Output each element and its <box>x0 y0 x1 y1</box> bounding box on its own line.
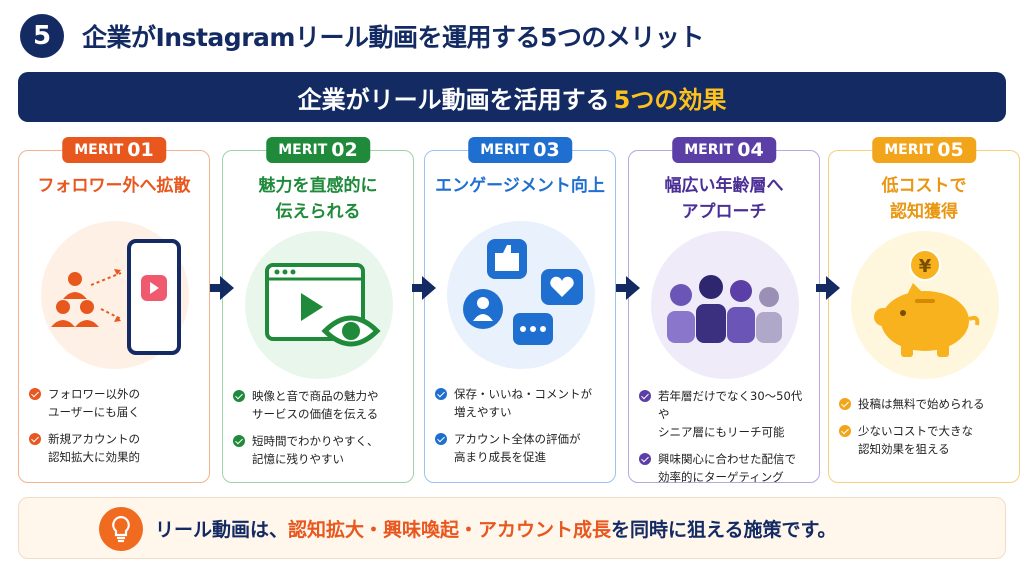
coin-symbol: ¥ <box>919 256 932 277</box>
bullet-line: 短時間でわかりやすく、 <box>252 434 379 448</box>
merit-label: MERIT <box>684 142 734 158</box>
check-icon <box>839 425 851 437</box>
page-title: 企業がInstagramリール動画を運用する5つのメリット <box>82 23 704 52</box>
header: 5 企業がInstagramリール動画を運用する5つのメリット <box>20 10 704 62</box>
merit-bullets: 若年層だけでなく30〜50代やシニア層にもリーチ可能 興味関心に合わせた配信で効… <box>639 387 813 495</box>
bullet-line: 新規アカウントの <box>48 432 140 446</box>
merit-title-line: 認知獲得 <box>890 202 958 222</box>
bullet-line: 興味関心に合わせた配信で <box>658 452 796 466</box>
summary-after: を同時に狙える施策です。 <box>611 518 837 541</box>
merit-title-line: エンゲージメント向上 <box>435 176 605 196</box>
arrow-right-icon <box>616 276 640 300</box>
merit-label: MERIT <box>74 142 124 158</box>
check-icon <box>435 388 447 400</box>
merit-number: 05 <box>937 139 964 161</box>
lightbulb-icon <box>99 507 143 551</box>
arrow-right-icon <box>412 276 436 300</box>
merit-label: MERIT <box>278 142 328 158</box>
merit-bullet: 投稿は無料で始められる <box>839 395 1013 413</box>
summary-box: リール動画は、認知拡大・興味喚起・アカウント成長を同時に狙える施策です。 <box>18 497 1006 559</box>
merit-bullet: 短時間でわかりやすく、記憶に残りやすい <box>233 432 407 468</box>
people-icon <box>651 231 799 379</box>
merit-bullets: 映像と音で商品の魅力やサービスの価値を伝える 短時間でわかりやすく、記憶に残りや… <box>233 387 407 477</box>
check-icon <box>233 435 245 447</box>
merit-title-line: 魅力を直感的に <box>258 176 378 196</box>
merit-bullet: 若年層だけでなく30〜50代やシニア層にもリーチ可能 <box>639 387 813 441</box>
bullet-line: 若年層だけでなく30〜50代や <box>658 389 803 421</box>
bullet-line: サービスの価値を伝える <box>252 407 379 421</box>
merit-number: 02 <box>331 139 358 161</box>
merit-number: 03 <box>533 139 560 161</box>
banner-highlight: 5つの効果 <box>613 85 727 114</box>
merit-number: 01 <box>127 139 154 161</box>
summary-before: リール動画は、 <box>155 518 289 541</box>
merit-title: フォロワー外へ拡散 <box>19 173 209 199</box>
merit-title: 魅力を直感的に伝えられる <box>223 173 413 225</box>
arrow-right-icon <box>210 276 234 300</box>
merit-bullet: 映像と音で商品の魅力やサービスの価値を伝える <box>233 387 407 423</box>
bullet-line: 記憶に残りやすい <box>252 452 344 466</box>
check-icon <box>435 433 447 445</box>
check-icon <box>233 390 245 402</box>
merit-title-line: アプローチ <box>681 202 767 222</box>
bullet-line: フォロワー以外の <box>48 387 140 401</box>
bullet-line: 少ないコストで大きな <box>858 424 973 438</box>
bullet-line: 効率的にターゲティング <box>658 470 784 484</box>
check-icon <box>639 453 651 465</box>
merit-title-line: フォロワー外へ拡散 <box>37 176 191 196</box>
check-icon <box>29 388 41 400</box>
merit-title: 幅広い年齢層へアプローチ <box>629 173 819 225</box>
merit-bullets: 保存・いいね・コメントが増えやすい アカウント全体の評価が高まり成長を促進 <box>435 385 609 475</box>
merit-title-line: 伝えられる <box>275 202 361 222</box>
engagement-icon <box>447 221 595 369</box>
merit-bullet: 保存・いいね・コメントが増えやすい <box>435 385 609 421</box>
bullet-line: 高まり成長を促進 <box>454 450 546 464</box>
merit-bullet: フォロワー以外のユーザーにも届く <box>29 385 203 421</box>
check-icon <box>639 390 651 402</box>
bullet-line: 保存・いいね・コメントが <box>454 387 592 401</box>
bullet-line: アカウント全体の評価が <box>454 432 581 446</box>
bullet-line: 投稿は無料で始められる <box>858 397 985 411</box>
bullet-line: 増えやすい <box>454 405 512 419</box>
check-icon <box>29 433 41 445</box>
bullet-line: 映像と音で商品の魅力や <box>252 389 379 403</box>
piggy-bank-icon: ¥ <box>851 231 999 379</box>
phone-share-icon <box>41 221 189 369</box>
merit-bullet: 新規アカウントの認知拡大に効果的 <box>29 430 203 466</box>
summary-text: リール動画は、認知拡大・興味喚起・アカウント成長を同時に狙える施策です。 <box>155 515 837 542</box>
bullet-line: ユーザーにも届く <box>48 405 140 419</box>
banner-text: 企業がリール動画を活用する <box>297 85 610 114</box>
merit-label: MERIT <box>480 142 530 158</box>
bullet-line: 認知拡大に効果的 <box>48 450 140 464</box>
merit-title-line: 幅広い年齢層へ <box>664 176 784 196</box>
video-eye-icon <box>245 231 393 379</box>
banner: 企業がリール動画を活用する 5つの効果 <box>18 72 1006 122</box>
check-icon <box>839 398 851 410</box>
merit-number: 04 <box>737 139 764 161</box>
merit-bullet: 少ないコストで大きな認知効果を狙える <box>839 422 1013 458</box>
merit-bullet: 興味関心に合わせた配信で効率的にターゲティング <box>639 450 813 486</box>
merit-title-line: 低コストで <box>881 176 967 196</box>
merit-label: MERIT <box>884 142 934 158</box>
bullet-line: 認知効果を狙える <box>858 442 950 456</box>
summary-highlight: 認知拡大・興味喚起・アカウント成長 <box>288 518 612 541</box>
section-number-badge: 5 <box>20 14 64 58</box>
merit-bullet: アカウント全体の評価が高まり成長を促進 <box>435 430 609 466</box>
merit-title: エンゲージメント向上 <box>425 173 615 199</box>
merit-title: 低コストで認知獲得 <box>829 173 1019 225</box>
merit-bullets: フォロワー以外のユーザーにも届く 新規アカウントの認知拡大に効果的 <box>29 385 203 475</box>
bullet-line: シニア層にもリーチ可能 <box>658 425 785 439</box>
merit-bullets: 投稿は無料で始められる 少ないコストで大きな認知効果を狙える <box>839 395 1013 467</box>
arrow-right-icon <box>816 276 840 300</box>
